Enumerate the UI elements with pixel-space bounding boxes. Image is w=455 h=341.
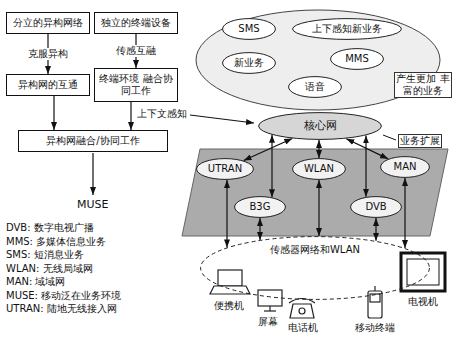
oval-node: 核心网	[258, 112, 382, 140]
oval-node: WLAN	[292, 158, 346, 180]
oval-shape	[293, 159, 346, 180]
oval-node: DVB	[350, 196, 402, 218]
muse-arrow	[92, 153, 93, 195]
node-text: UTRAN	[208, 163, 242, 175]
mobile-icon	[368, 286, 382, 318]
oval-shape	[223, 19, 276, 40]
connector-arrow	[318, 180, 319, 236]
node-text: B3G	[250, 201, 271, 213]
leader-line	[383, 135, 396, 140]
oval-node: MAN	[380, 156, 430, 178]
access-band	[182, 149, 448, 236]
oval-node: B3G	[234, 196, 286, 218]
oval-shape	[331, 49, 384, 70]
node-text: MMS	[345, 53, 369, 65]
oval-shape	[223, 53, 276, 74]
oval-shape	[201, 237, 430, 300]
oval-shape	[197, 159, 254, 180]
process-box: 异构网的互通	[6, 74, 90, 96]
edge-label: 克服异构	[26, 48, 70, 60]
oval-node: UTRAN	[196, 158, 254, 180]
text-label: DVB: 数字电视广播	[6, 222, 94, 234]
mobile-antenna	[374, 286, 375, 291]
node-text: 异构网融合/协同工作	[42, 135, 143, 147]
connector-arrow	[404, 178, 405, 248]
node-text: 异构网的互通	[14, 79, 82, 91]
text-label: WLAN: 无线局域网	[6, 263, 93, 275]
oval-shape	[259, 113, 382, 140]
edge-label: 传感互融	[114, 45, 158, 57]
text-label: 便携机	[214, 300, 244, 312]
connector-arrow	[375, 218, 376, 241]
node-text: 独立的终端设备	[97, 17, 175, 29]
phone-body	[290, 304, 314, 318]
node-text: 终端环境 融合协同工作	[95, 73, 177, 97]
text-label: 移动终端	[355, 322, 395, 334]
text-label: 电话机	[288, 322, 318, 334]
text-label: UTRAN: 陆地无线接入网	[6, 303, 117, 315]
monitor-icon	[258, 290, 282, 311]
node-text: 分立的异构网络	[9, 17, 87, 29]
node-text: 传感器网络和WLAN	[270, 244, 360, 256]
connector-arrow	[318, 140, 319, 158]
text-label: MAN: 域域网	[6, 276, 66, 288]
connector-arrow	[130, 102, 131, 130]
monitor-foot	[264, 310, 276, 311]
oval-shape	[351, 197, 402, 218]
laptop-screen	[218, 270, 242, 286]
monitor-screen	[258, 290, 282, 306]
oval-shape	[293, 19, 402, 40]
laptop-base	[210, 286, 250, 294]
tv-icon	[401, 253, 445, 291]
process-box: 终端环境 融合协同工作	[94, 68, 178, 102]
text-label: 上下文感知	[137, 108, 187, 120]
connector-arrow	[346, 139, 388, 159]
node-text: 新业务	[234, 57, 264, 69]
node-text: DVB	[365, 201, 386, 213]
text-label: MUSE: 移动泛在业务环境	[6, 290, 121, 302]
phone-dial	[299, 308, 305, 314]
text-label: MUSE	[77, 198, 108, 211]
connector-arrow	[365, 135, 366, 196]
oval-node: 传感器网络和WLAN	[200, 236, 430, 300]
text-label: 业务扩展	[398, 134, 442, 148]
context-arrow	[190, 115, 254, 123]
tv-frame	[401, 253, 445, 291]
node-text: WLAN	[304, 163, 334, 175]
process-box: 独立的终端设备	[94, 12, 178, 34]
phone-icon	[289, 299, 315, 319]
oval-shape	[289, 77, 342, 98]
oval-shape	[235, 197, 286, 218]
process-box: 分立的异构网络	[6, 12, 90, 34]
oval-shape	[381, 157, 430, 178]
connector-arrow	[271, 135, 272, 197]
oval-node: 新业务	[222, 52, 276, 74]
text-label: 屏幕	[258, 316, 278, 328]
node-text: 上下感知新业务	[312, 23, 382, 35]
oval-node: SMS	[222, 18, 276, 40]
oval-node: MMS	[330, 48, 384, 70]
tv-screen	[407, 259, 439, 285]
process-box: 异构网融合/协同工作	[18, 130, 168, 152]
oval-node: 上下感知新业务	[292, 18, 402, 40]
node-text: 核心网	[304, 119, 337, 132]
node-text: 语音	[305, 81, 325, 93]
oval-node: 语音	[288, 76, 342, 98]
node-text: MAN	[394, 161, 417, 173]
text-label: 电视机	[408, 296, 438, 308]
laptop-icon	[210, 270, 250, 294]
connector-arrow	[244, 139, 293, 161]
monitor-stand	[269, 306, 270, 311]
node-text: SMS	[238, 23, 259, 35]
connector-arrow	[259, 218, 260, 240]
connector-arrow	[226, 180, 227, 247]
text-label: 产生更加 丰富的业务	[394, 72, 452, 98]
text-label: SMS: 短消息业务	[6, 249, 84, 261]
text-label: MMS: 多媒体信息业务	[6, 236, 106, 248]
connector-arrow	[53, 96, 54, 130]
